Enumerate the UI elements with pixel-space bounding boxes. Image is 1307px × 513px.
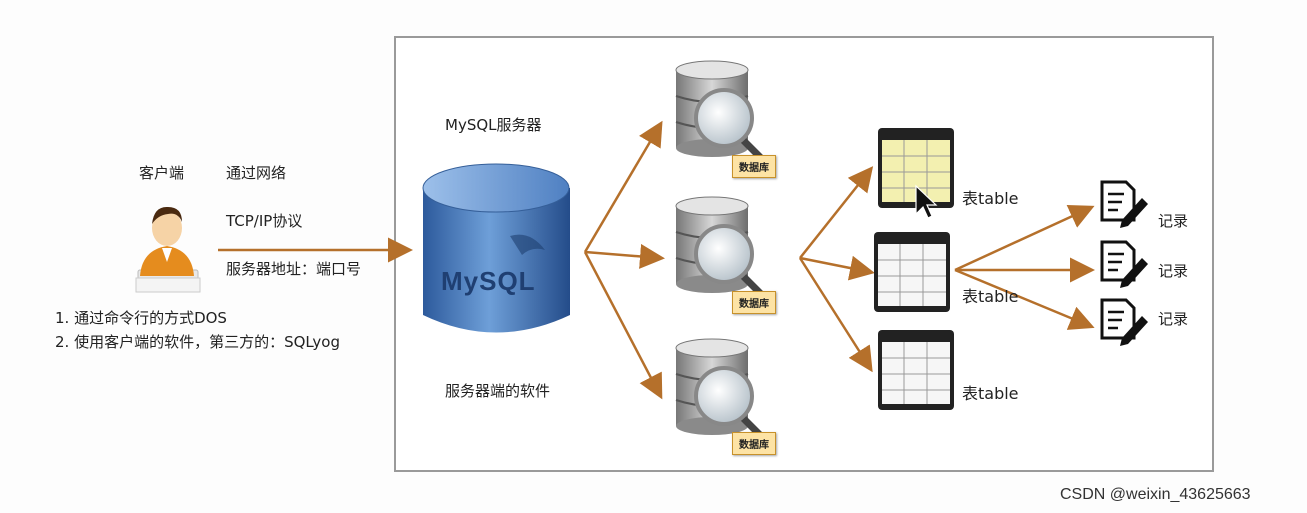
database-icon [675, 338, 764, 439]
watermark: CSDN @weixin_43625663 [1060, 486, 1251, 503]
server-to-db1-arrow [583, 120, 663, 253]
table-icon [878, 128, 954, 219]
database-icon [675, 196, 764, 297]
table-to-record1-arrow [954, 204, 1095, 272]
table-label: 表table [962, 189, 1019, 208]
protocol-label: TCP/IP协议 [226, 212, 303, 230]
client-label: 客户端 [139, 164, 185, 182]
record-document-icon [1100, 240, 1148, 288]
method-dos: 1. 通过命令行的方式DOS [55, 309, 227, 327]
server-address-label: 服务器地址：端口号 [226, 260, 362, 278]
method-sqlyog: 2. 使用客户端的软件，第三方的：SQLyog [55, 333, 340, 351]
table-label: 表table [962, 287, 1019, 306]
server-to-db3-arrow [583, 251, 663, 400]
mysql-server-cylinder-icon [422, 163, 570, 333]
server-caption: 服务器端的软件 [445, 382, 551, 400]
user-icon [135, 206, 201, 293]
record-label: 记录 [1158, 212, 1189, 230]
mysql-logo: MySQL [441, 266, 536, 296]
record-label: 记录 [1158, 262, 1189, 280]
table-icon [878, 330, 954, 410]
table-label: 表table [962, 384, 1019, 403]
database-icon [675, 60, 764, 161]
db-to-table2-arrow [799, 255, 875, 281]
database-tag: 数据库 [732, 291, 776, 314]
record-document-icon [1100, 180, 1148, 228]
db-to-table1-arrow [799, 166, 874, 259]
network-label: 通过网络 [226, 164, 287, 182]
mouse-cursor-icon [915, 184, 938, 219]
record-document-icon [1100, 298, 1148, 346]
record-label: 记录 [1158, 310, 1189, 328]
server-title: MySQL服务器 [445, 116, 542, 134]
server-to-db2-arrow [584, 243, 665, 269]
table-icon [874, 232, 950, 312]
db-to-table3-arrow [798, 257, 873, 373]
database-tag: 数据库 [732, 155, 776, 178]
table-to-record3-arrow [954, 268, 1095, 330]
database-tag: 数据库 [732, 432, 776, 455]
